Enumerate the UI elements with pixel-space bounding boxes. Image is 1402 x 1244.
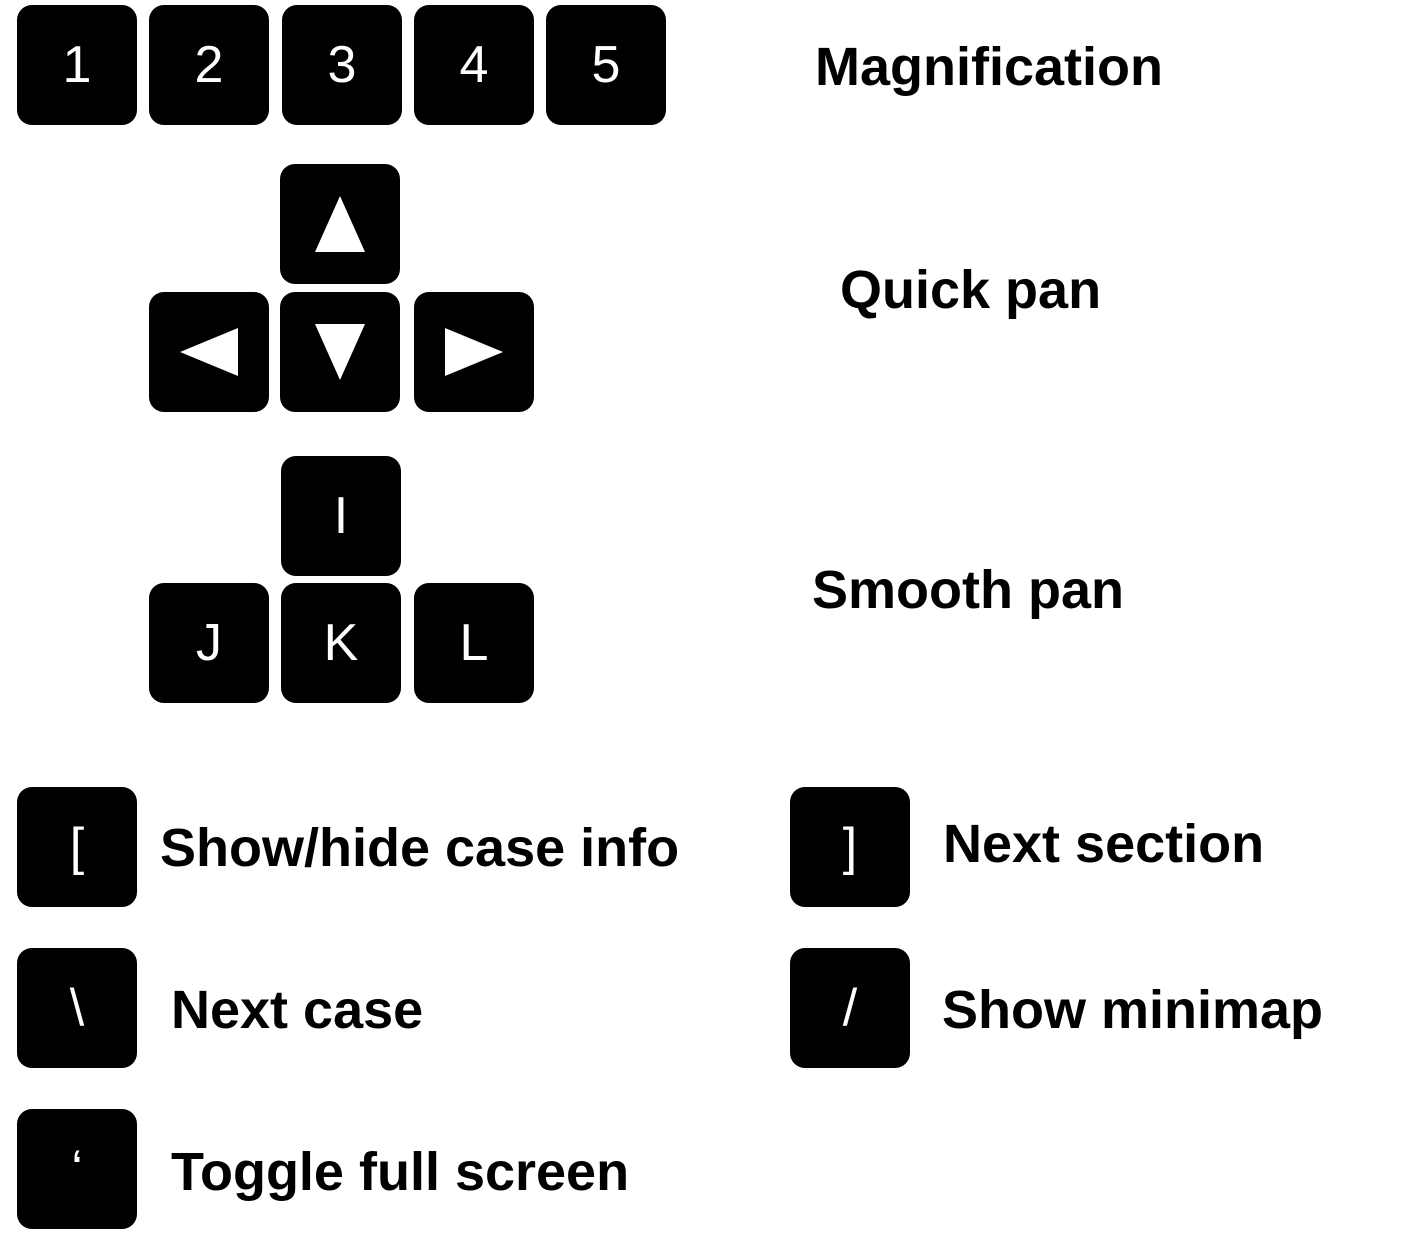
smooth-pan-label: Smooth pan <box>812 560 1124 620</box>
key-k[interactable]: K <box>281 583 401 703</box>
key-left-bracket[interactable]: [ <box>17 787 137 907</box>
key-arrow-down[interactable] <box>280 292 400 412</box>
key-l[interactable]: L <box>414 583 534 703</box>
key-i[interactable]: I <box>281 456 401 576</box>
key-slash[interactable]: / <box>790 948 910 1068</box>
key-quote[interactable]: ‘ <box>17 1109 137 1229</box>
key-arrow-left[interactable] <box>149 292 269 412</box>
shortcut-label-show-minimap: Show minimap <box>942 980 1324 1040</box>
key-4[interactable]: 4 <box>414 5 534 125</box>
shortcut-label-next-section: Next section <box>943 814 1265 874</box>
key-arrow-right[interactable] <box>414 292 534 412</box>
key-arrow-up[interactable] <box>280 164 400 284</box>
triangle-left-icon <box>180 328 238 376</box>
key-right-bracket[interactable]: ] <box>790 787 910 907</box>
shortcut-label-full-screen: Toggle full screen <box>171 1142 630 1202</box>
shortcut-label-next-case: Next case <box>171 980 424 1040</box>
quick-pan-label: Quick pan <box>840 260 1102 320</box>
triangle-right-icon <box>445 328 503 376</box>
key-5[interactable]: 5 <box>546 5 666 125</box>
shortcut-label-case-info: Show/hide case info <box>160 818 680 878</box>
key-1[interactable]: 1 <box>17 5 137 125</box>
key-2[interactable]: 2 <box>149 5 269 125</box>
triangle-down-icon <box>315 324 365 380</box>
key-j[interactable]: J <box>149 583 269 703</box>
triangle-up-icon <box>315 196 365 252</box>
key-backslash[interactable]: \ <box>17 948 137 1068</box>
key-3[interactable]: 3 <box>282 5 402 125</box>
magnification-label: Magnification <box>815 37 1163 97</box>
